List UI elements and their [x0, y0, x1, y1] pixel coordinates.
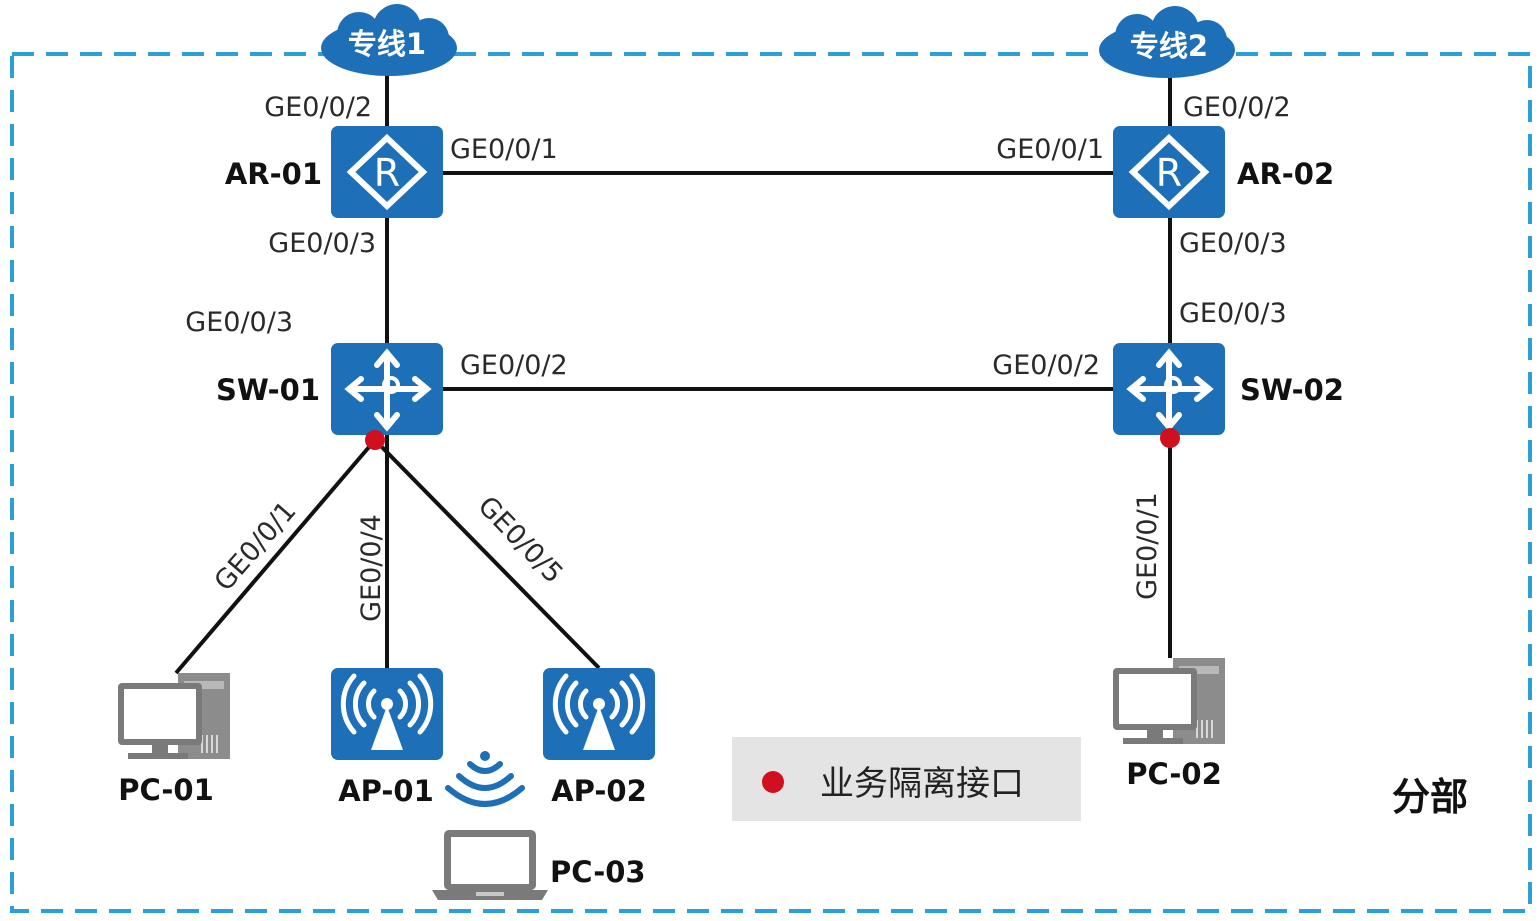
desktop-pc-icon[interactable] — [117, 672, 231, 760]
port-label-sw01-ap02: GE0/0/5 — [472, 491, 569, 590]
branch-boundary — [10, 52, 1532, 913]
port-label-ar01-down: GE0/0/3 — [268, 228, 376, 259]
port-label-sw02-up: GE0/0/3 — [1179, 298, 1287, 329]
switch-icon[interactable] — [1113, 343, 1225, 435]
legend-dot — [762, 771, 784, 793]
device-label-pc02: PC-02 — [1126, 757, 1222, 791]
legend-box — [732, 737, 1081, 821]
device-label-ap02: AP-02 — [551, 774, 647, 808]
legend-label: 业务隔离接口 — [820, 764, 1024, 804]
wireless-ap-icon[interactable] — [543, 668, 655, 760]
wireless-ap-icon[interactable] — [331, 668, 443, 760]
device-label-pc03: PC-03 — [550, 855, 646, 889]
port-label-sw01-up: GE0/0/3 — [185, 307, 293, 338]
port-label-sw02-left: GE0/0/2 — [992, 350, 1100, 381]
laptop-icon[interactable] — [432, 830, 548, 900]
switch-icon[interactable] — [331, 343, 443, 435]
port-label-ar01-right: GE0/0/1 — [450, 134, 558, 165]
device-label-ar02: AR-02 — [1237, 157, 1334, 191]
link-sw01-ap02 — [373, 438, 601, 670]
router-icon[interactable] — [331, 126, 443, 218]
port-label-ar02-up: GE0/0/2 — [1183, 92, 1291, 123]
port-label-ar01-up: GE0/0/2 — [264, 92, 372, 123]
device-label-pc01: PC-01 — [118, 773, 214, 807]
cloud-line1-label: 专线1 — [348, 27, 426, 61]
area-label: 分部 — [1392, 775, 1468, 819]
links — [174, 70, 1172, 675]
cloud-line2-label: 专线2 — [1130, 29, 1208, 63]
port-label-sw01-right: GE0/0/2 — [460, 350, 568, 381]
legend: 业务隔离接口 — [732, 737, 1081, 821]
wifi-signal-icon — [445, 751, 525, 807]
isolation-dot-sw01 — [365, 430, 385, 450]
isolation-dot-sw02 — [1160, 428, 1180, 448]
device-label-ar01: AR-01 — [225, 157, 322, 191]
device-label-sw02: SW-02 — [1240, 373, 1344, 407]
port-label-ar02-left: GE0/0/1 — [996, 134, 1104, 165]
device-label-sw01: SW-01 — [216, 373, 320, 407]
cloud-line1: 专线1 — [321, 4, 457, 76]
port-label-ar02-down: GE0/0/3 — [1179, 228, 1287, 259]
device-label-ap01: AP-01 — [338, 774, 434, 808]
cloud-line2: 专线2 — [1099, 6, 1235, 78]
port-label-sw01-ap01: GE0/0/4 — [356, 514, 387, 622]
link-sw01-pc01 — [174, 438, 377, 675]
router-icon[interactable] — [1113, 126, 1225, 218]
port-label-sw02-pc02: GE0/0/1 — [1132, 492, 1163, 600]
desktop-pc-icon[interactable] — [1112, 657, 1226, 745]
